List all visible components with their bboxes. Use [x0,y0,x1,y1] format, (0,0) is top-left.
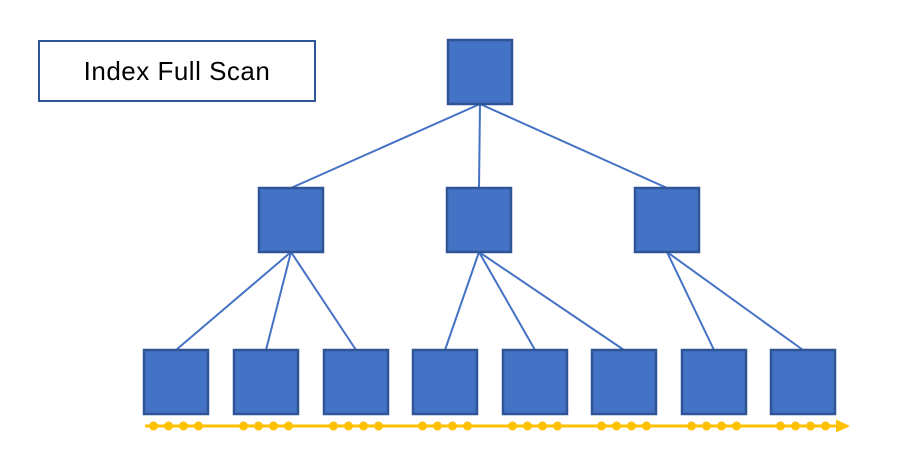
row-entry-dot [149,421,158,431]
row-entry-dot [597,421,606,431]
tree-edge [478,251,536,351]
row-entry-dot [806,421,815,431]
leaf-3-node [322,348,390,416]
row-entry-dot [791,421,800,431]
row-entry-dot [717,421,726,431]
title-label: Index Full Scan [83,55,271,86]
row-entry-dot [702,421,711,431]
leaf-6-node [590,348,658,416]
tree-edge [479,103,668,189]
row-entry-dot [821,421,830,431]
row-entry-dot [269,421,278,431]
branch-2-node [445,186,513,254]
row-entry-dot [508,421,517,431]
tree-edge [290,251,357,351]
tree-edge [444,251,480,351]
title-label-box: Index Full Scan [38,40,316,102]
row-entry-dot [433,421,442,431]
row-entry-dot [344,421,353,431]
root-node [446,38,514,106]
tree-edge [290,103,481,189]
tree-edge [265,251,292,351]
branch-3-node [633,186,701,254]
row-entry-dot [194,421,203,431]
leaf-5-node [501,348,569,416]
row-entry-dot [374,421,383,431]
row-entry-dot [463,421,472,431]
row-entry-dot [239,421,248,431]
row-entry-dot [284,421,293,431]
row-entry-dot [523,421,532,431]
row-entry-dot [329,421,338,431]
tree-edge [478,251,625,351]
row-entry-dot [627,421,636,431]
tree-edge [478,103,481,189]
scan-arrowhead-icon [836,419,850,433]
row-entry-dot [418,421,427,431]
row-entry-dot [732,421,741,431]
row-entry-dot [538,421,547,431]
leaf-1-node [142,348,210,416]
leaf-8-node [769,348,837,416]
row-entry-dot [179,421,188,431]
row-entry-dot [448,421,457,431]
branch-1-node [257,186,325,254]
row-entry-dot [612,421,621,431]
row-entry-dot [687,421,696,431]
row-entry-dot [254,421,263,431]
tree-edge [175,251,292,351]
row-entry-dot [164,421,173,431]
row-entry-dot [553,421,562,431]
leaf-4-node [411,348,479,416]
row-entry-dot [359,421,368,431]
row-entry-dot [642,421,651,431]
leaf-7-node [680,348,748,416]
tree-edge [666,251,715,351]
row-entry-dot [776,421,785,431]
leaf-2-node [232,348,300,416]
tree-edge [666,251,804,351]
